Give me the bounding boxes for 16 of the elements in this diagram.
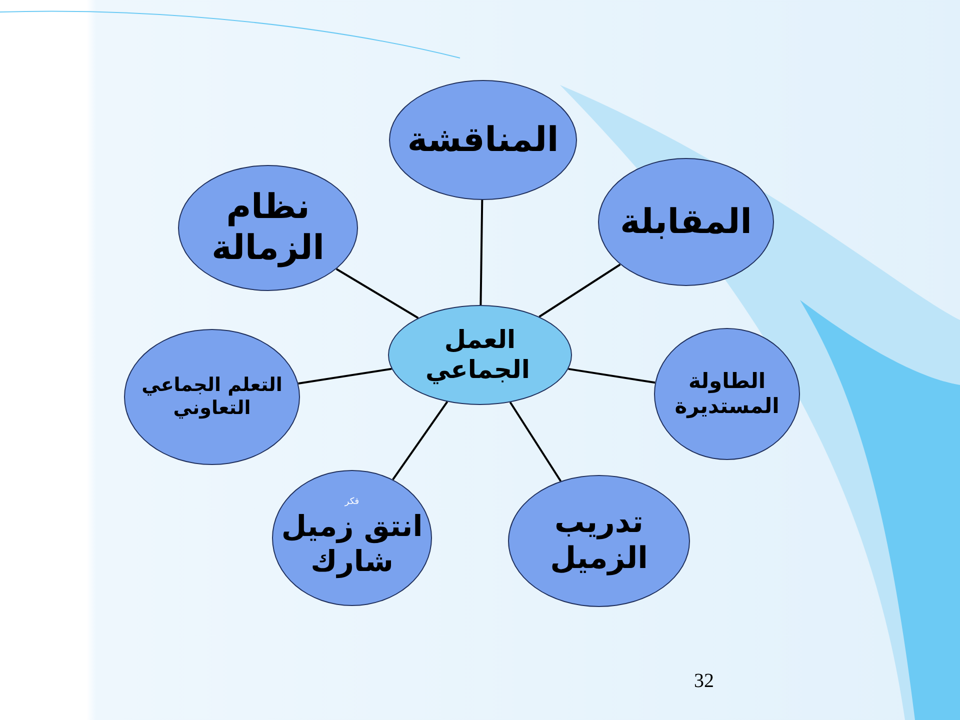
connector-line	[298, 368, 392, 384]
connector-line	[480, 200, 484, 306]
node-label: تدريب الزميل	[549, 505, 649, 577]
node-label: انتق زميل شارك	[280, 509, 424, 579]
node-label: المناقشة	[407, 120, 559, 160]
node-label: المقابلة	[620, 202, 752, 242]
page-number: 32	[694, 670, 714, 692]
hint-text: فكر	[344, 497, 360, 508]
connector-line	[392, 401, 448, 480]
connector-line	[538, 264, 621, 318]
connector-line	[509, 402, 562, 482]
node-label: الطاولة المستديرة	[674, 368, 780, 420]
node-label: نظام الزمالة	[210, 187, 326, 269]
node-label: التعلم الجماعي التعاوني	[140, 374, 284, 420]
connector-line	[336, 268, 419, 319]
connector-line	[568, 368, 656, 384]
